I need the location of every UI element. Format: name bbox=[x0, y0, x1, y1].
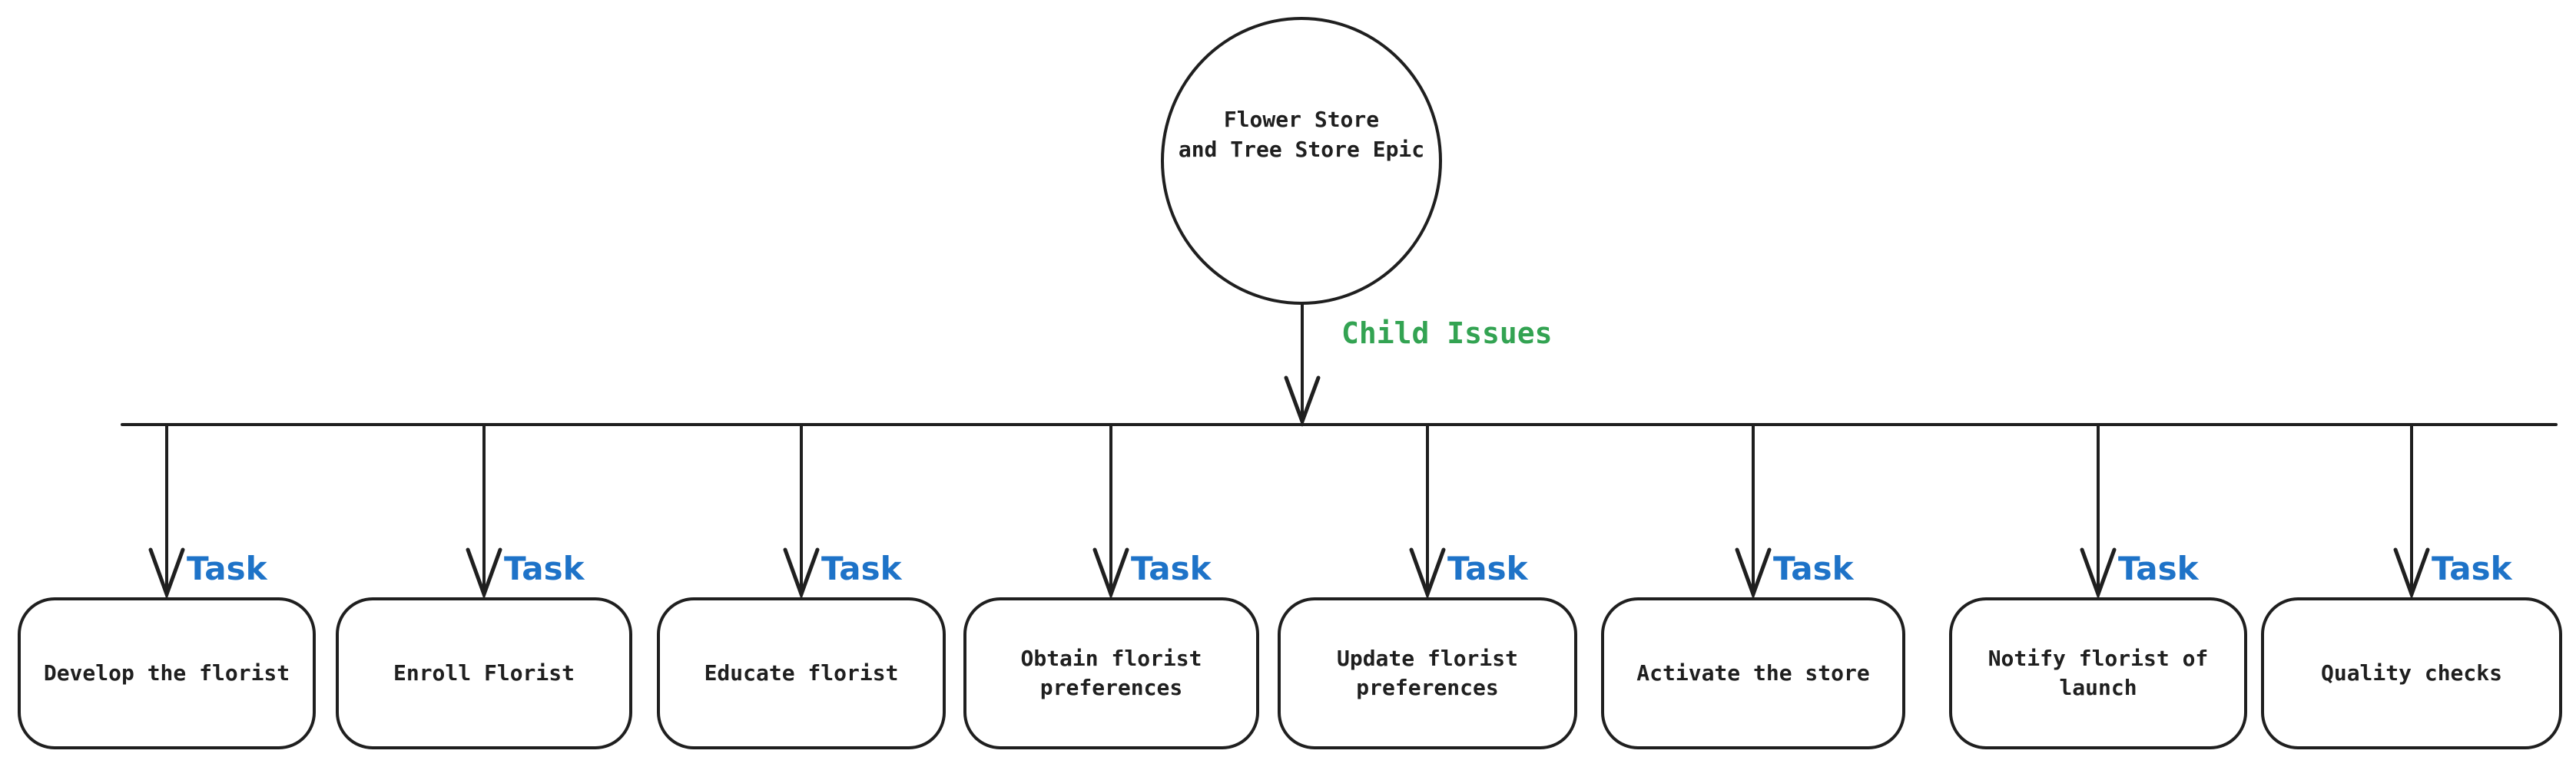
task-node-develop-the-florist: Develop the florist bbox=[18, 597, 316, 749]
task-edge-label-2: Task bbox=[504, 550, 585, 587]
task-edge-label-8: Task bbox=[2432, 550, 2512, 587]
task-edge-label-1: Task bbox=[187, 550, 267, 587]
task-node-label: Quality checks bbox=[2320, 660, 2502, 686]
task-node-update-florist-preferences: Update florist preferences bbox=[1278, 597, 1577, 749]
task-edge-label-5: Task bbox=[1447, 550, 1528, 587]
task-arrow-4 bbox=[1092, 423, 1129, 600]
task-node-obtain-florist-preferences: Obtain florist preferences bbox=[963, 597, 1259, 749]
task-arrow-1 bbox=[148, 423, 185, 600]
task-node-activate-the-store: Activate the store bbox=[1601, 597, 1905, 749]
task-node-label: Develop the florist bbox=[43, 660, 290, 686]
task-node-label: Enroll Florist bbox=[393, 660, 575, 686]
epic-node: Flower Store and Tree Store Epic bbox=[1161, 17, 1442, 305]
task-arrow-8 bbox=[2393, 423, 2430, 600]
task-node-notify-florist-of-launch: Notify florist of launch bbox=[1949, 597, 2247, 749]
task-node-educate-florist: Educate florist bbox=[657, 597, 946, 749]
task-arrow-7 bbox=[2080, 423, 2117, 600]
task-edge-label-4: Task bbox=[1131, 550, 1212, 587]
epic-node-label: Flower Store and Tree Store Epic bbox=[1178, 106, 1425, 162]
task-node-quality-checks: Quality checks bbox=[2261, 597, 2562, 749]
task-edge-label-3: Task bbox=[821, 550, 902, 587]
task-node-label: Obtain florist preferences bbox=[1020, 646, 1202, 700]
task-node-label: Activate the store bbox=[1636, 660, 1870, 686]
task-edge-label-7: Task bbox=[2118, 550, 2199, 587]
task-arrow-3 bbox=[783, 423, 820, 600]
child-issues-label: Child Issues bbox=[1341, 316, 1553, 350]
task-node-label: Notify florist of launch bbox=[1988, 646, 2209, 700]
task-node-label: Update florist preferences bbox=[1336, 646, 1518, 700]
task-arrow-5 bbox=[1409, 423, 1446, 600]
task-arrow-6 bbox=[1735, 423, 1772, 600]
task-arrow-2 bbox=[466, 423, 502, 600]
child-issues-arrow bbox=[1284, 303, 1321, 428]
task-edge-label-6: Task bbox=[1773, 550, 1854, 587]
task-node-label: Educate florist bbox=[704, 660, 899, 686]
task-node-enroll-florist: Enroll Florist bbox=[336, 597, 632, 749]
